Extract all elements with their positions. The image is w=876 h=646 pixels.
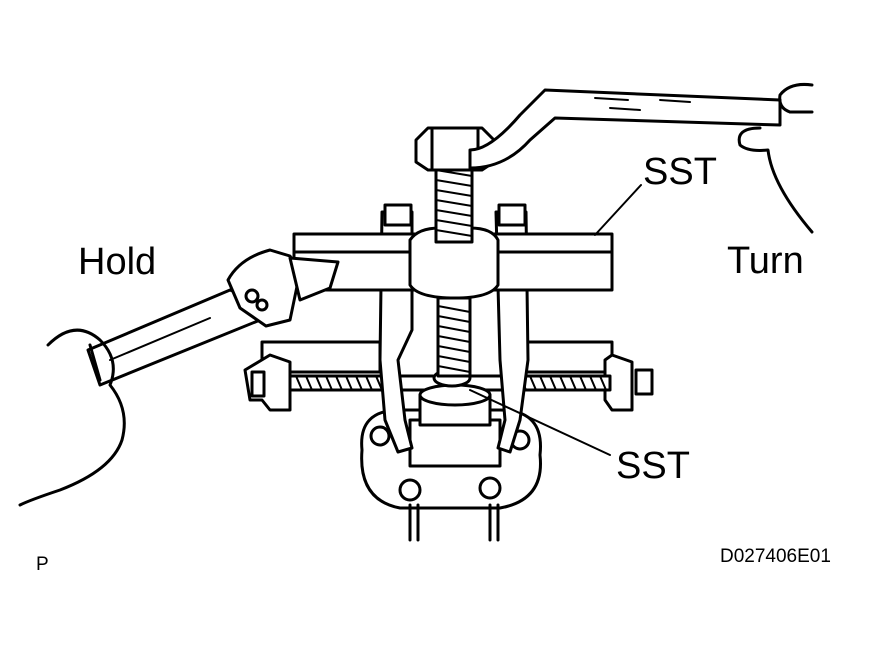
sst-bottom-leader bbox=[469, 389, 611, 456]
sst-bottom-label: SST bbox=[616, 445, 690, 487]
corner-mark: P bbox=[36, 554, 49, 575]
hand-icon bbox=[18, 328, 126, 507]
sst-top-leader bbox=[594, 184, 642, 236]
figure-code: D027406E01 bbox=[720, 546, 831, 567]
upper-sst-bar bbox=[292, 226, 614, 300]
wrench-icon bbox=[86, 248, 340, 387]
hold-label: Hold bbox=[78, 241, 156, 283]
turn-label: Turn bbox=[727, 240, 804, 282]
handle-bar-icon bbox=[468, 88, 782, 170]
forcing-screw bbox=[414, 126, 496, 378]
sst-top-label: SST bbox=[643, 151, 717, 193]
hand-icon bbox=[737, 83, 814, 234]
